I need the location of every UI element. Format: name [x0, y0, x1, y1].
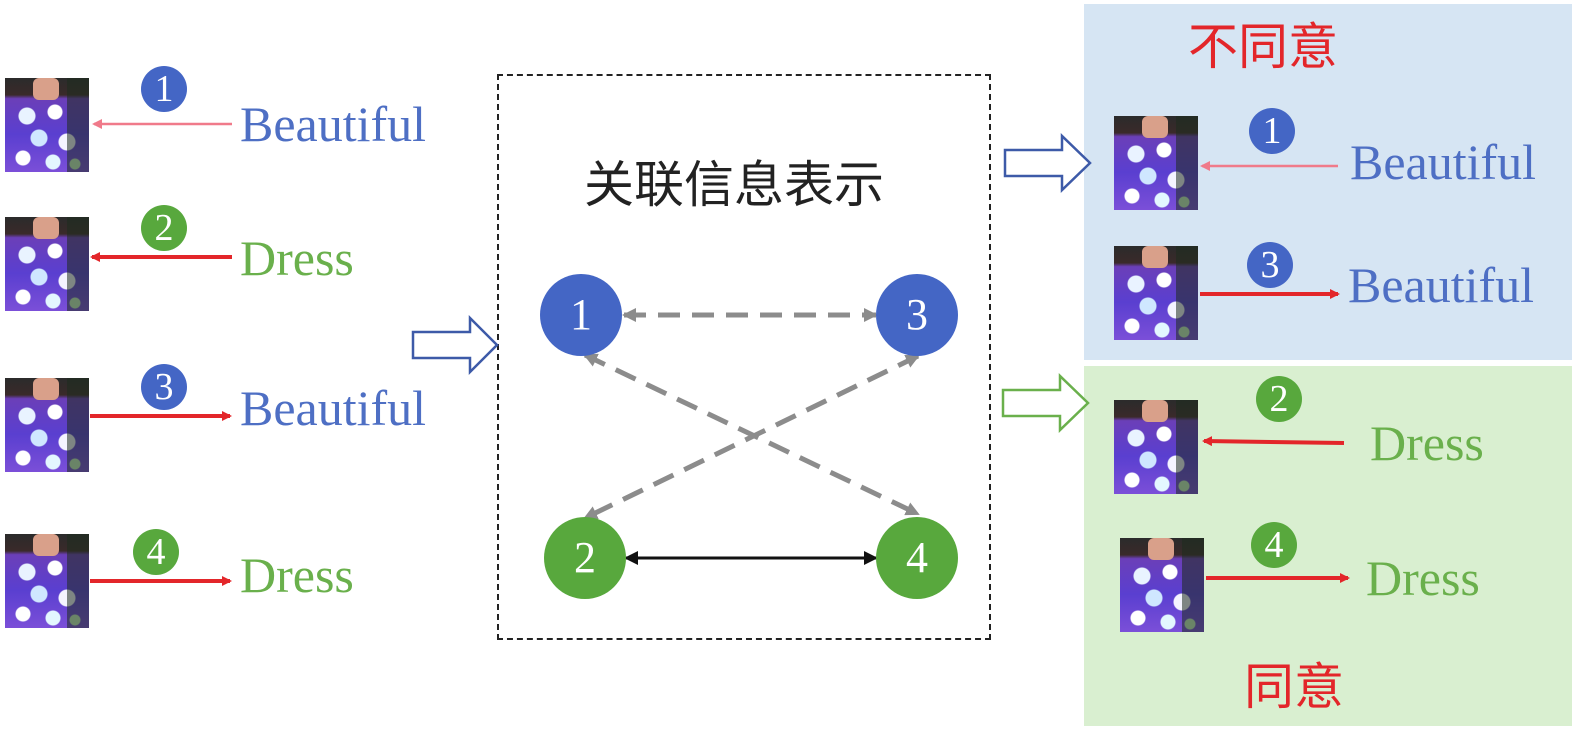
center-box-title: 关联信息表示 — [584, 156, 884, 214]
dress-image-2 — [5, 217, 89, 311]
word-beautiful-1: Beautiful — [240, 96, 427, 152]
agree-badge-4: 4 — [1251, 522, 1297, 568]
agree-title: 同意 — [1244, 658, 1344, 716]
word-dress-2: Dress — [240, 230, 354, 286]
graph-node-4: 4 — [876, 517, 958, 599]
disagree-badge-3: 3 — [1247, 242, 1293, 288]
word-dress-4: Dress — [240, 547, 354, 603]
badge-4: 4 — [133, 529, 179, 575]
dress-image-1 — [5, 78, 89, 172]
dress-image-3 — [5, 378, 89, 472]
disagree-word-1: Beautiful — [1350, 134, 1537, 190]
agree-word-2: Dress — [1370, 415, 1484, 471]
disagree-badge-1: 1 — [1249, 108, 1295, 154]
hollow-arrow-to-agree — [1001, 373, 1090, 433]
agree-image-2 — [1114, 400, 1198, 494]
agree-image-4 — [1120, 538, 1204, 632]
graph-node-2: 2 — [544, 517, 626, 599]
badge-1: 1 — [141, 66, 187, 112]
dress-image-4 — [5, 534, 89, 628]
badge-3: 3 — [141, 364, 187, 410]
agree-word-4: Dress — [1366, 550, 1480, 606]
edge-3-2 — [583, 353, 920, 521]
disagree-word-3: Beautiful — [1348, 257, 1535, 313]
hollow-arrow-to-center — [411, 314, 499, 376]
badge-2: 2 — [141, 205, 187, 251]
agree-badge-2: 2 — [1256, 376, 1302, 422]
center-relation-box — [497, 74, 991, 640]
disagree-title: 不同意 — [1188, 18, 1338, 76]
graph-node-1: 1 — [540, 274, 622, 356]
disagree-image-1 — [1114, 116, 1198, 210]
agree-arrow-2 — [1202, 436, 1345, 447]
hollow-arrow-to-disagree — [1003, 133, 1092, 193]
graph-node-3: 3 — [876, 274, 958, 356]
disagree-image-3 — [1114, 246, 1198, 340]
word-beautiful-3: Beautiful — [240, 380, 427, 436]
